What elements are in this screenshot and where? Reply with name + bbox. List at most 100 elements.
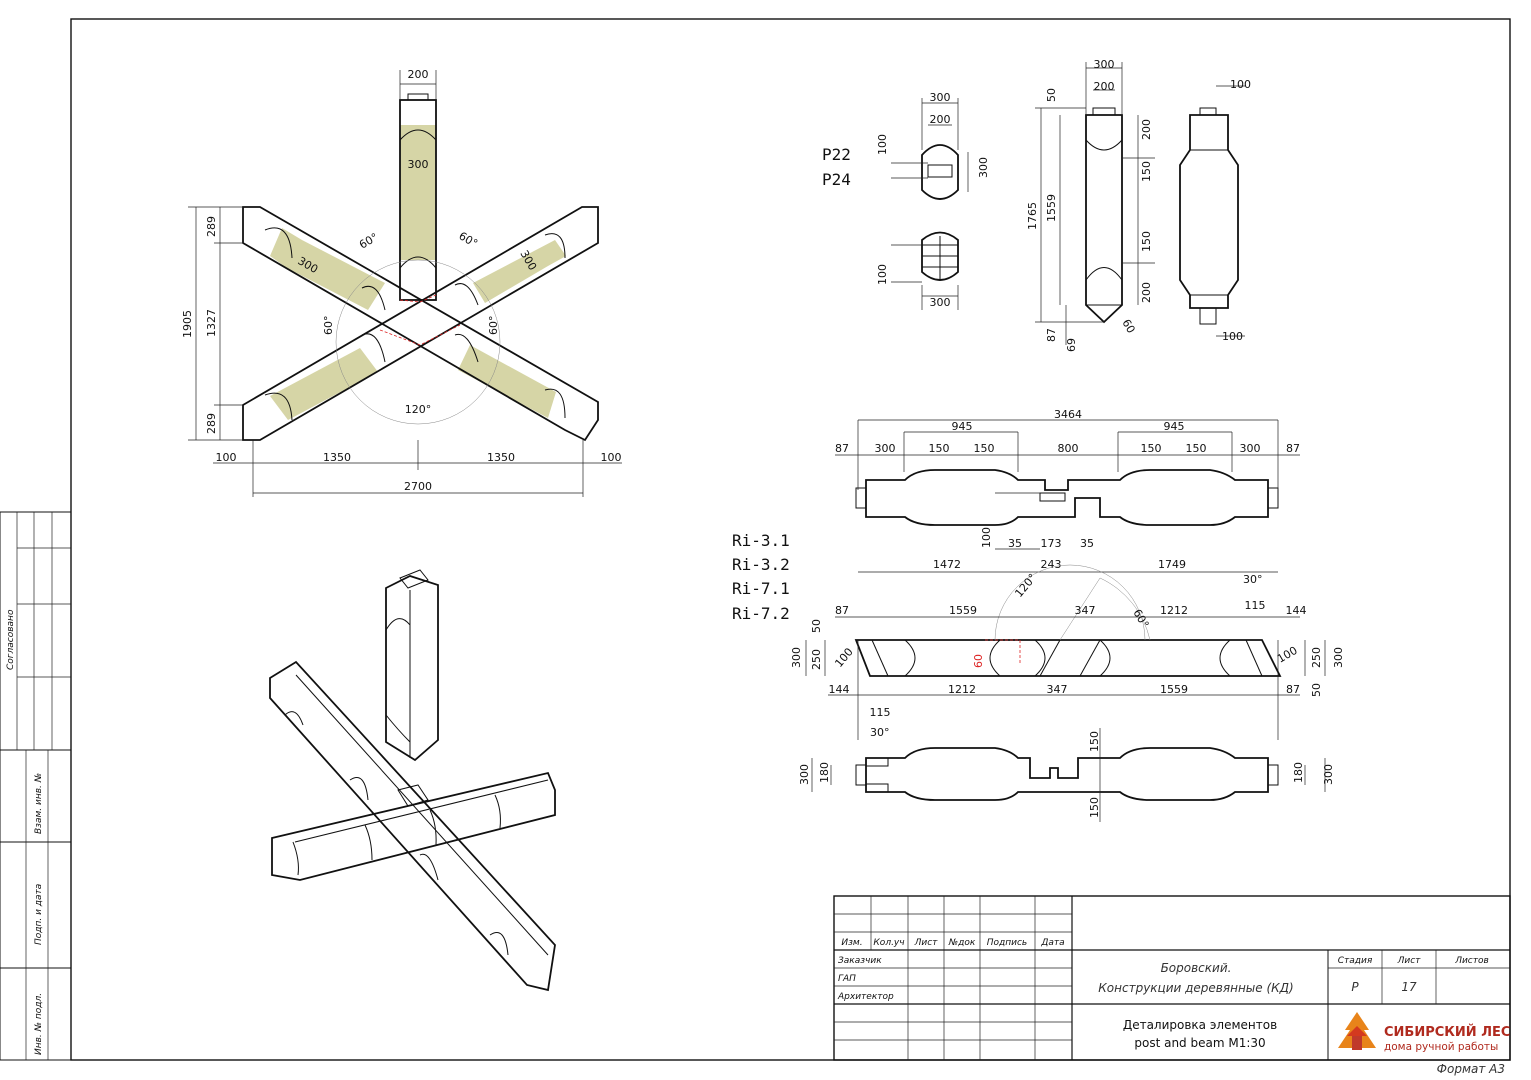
dim-h-bot: 289 [205,413,218,434]
stamp-agreed: Согласовано [6,609,16,670]
label-ri-7-2: Ri-7.2 [732,604,790,623]
dim-beam-a87: 87 [835,442,849,455]
label-ri-3-2: Ri-3.2 [732,555,790,574]
tb-h-kol: Кол.уч [873,938,904,948]
dim-beam-l1472: 1472 [933,558,961,571]
dim-post-width: 200 [408,68,429,81]
tb-drawing-line2: post and beam M1:30 [1134,1036,1265,1050]
dim-ang-l: 60° [322,316,335,336]
sheet-frame [70,18,1511,1061]
dim-beam-e150: 150 [1186,442,1207,455]
beam-bottom-view: 300 180 150 150 180 300 [798,728,1335,822]
dim-w-left-edge: 100 [216,451,237,464]
dim-beam-a300: 300 [875,442,896,455]
dim-post-d150b: 150 [1140,231,1153,252]
dim-mid-red60: 60 [972,654,985,668]
label-ri-7-1: Ri-7.1 [732,579,790,598]
isometric-view [269,569,556,992]
dim-mid-rh300: 300 [1332,647,1345,668]
dim-w-left: 1350 [323,451,351,464]
tb-stage-label: Стадия [1338,956,1373,966]
dim-mid-ang120: 120° [1012,571,1039,600]
dim-bot-rh300: 300 [1322,764,1335,785]
dim-beam-s35b: 35 [1080,537,1094,550]
dim-h-top: 289 [205,216,218,237]
dim-p-h100b: 100 [876,264,889,285]
dim-mid-b347: 347 [1047,683,1068,696]
dim-post-d50: 50 [1045,88,1058,102]
tb-sheet-no: 17 [1401,980,1417,994]
tb-h-izm: Изм. [841,938,862,948]
tb-project-line2: Конструкции деревянные (КД) [1098,981,1293,995]
ri-labels: Ri-3.1 Ri-3.2 Ri-7.1 Ri-7.2 [732,531,790,623]
tb-drawing-line1: Деталировка элементов [1123,1018,1277,1032]
label-p24: P24 [822,170,851,189]
label-ri-3-1: Ri-3.1 [732,531,790,550]
dim-p-w200a: 200 [930,113,951,126]
tb-role-architect: Архитектор [837,992,894,1002]
p-detail: P22 P24 300 200 100 300 100 300 [822,91,990,310]
dim-h-total: 1905 [181,310,194,338]
dim-mid-b87: 87 [1286,683,1300,696]
dim-bot-rh180: 180 [1292,762,1305,783]
tb-sheets-label: Листов [1454,956,1489,966]
dim-post-w300: 300 [1094,58,1115,71]
dim-p-h300a: 300 [977,157,990,178]
dim-mid-rh50: 50 [1310,683,1323,697]
dim-beam-c800: 800 [1058,442,1079,455]
dim-mid-ang60: 60° [1130,607,1151,630]
dim-w-right-edge: 100 [601,451,622,464]
beam-top-view: 3464 945 945 87 300 150 150 800 150 150 … [835,408,1300,573]
dim-post-s100b: 100 [1222,330,1243,343]
dim-beam-l945: 945 [952,420,973,433]
dim-mid-t144: 144 [1286,604,1307,617]
dim-beam-total: 3464 [1054,408,1082,421]
dim-beam-v100: 100 [980,527,993,548]
dim-mid-ang30a: 30° [1243,573,1263,586]
dim-mid-b1212: 1212 [948,683,976,696]
tb-project-line1: Боровский. [1161,961,1232,975]
tb-h-list: Лист [914,938,939,948]
dim-beam-f300: 300 [1240,442,1261,455]
dim-mid-b144: 144 [829,683,850,696]
stamp-inv-swap: Взам. инв. № [34,773,44,834]
dim-mid-t1212: 1212 [1160,604,1188,617]
tb-role-customer: Заказчик [838,956,882,966]
dim-w-right: 1350 [487,451,515,464]
label-p22: P22 [822,145,851,164]
dim-beam-d150: 150 [1141,442,1162,455]
dim-h-mid: 1327 [205,309,218,337]
tb-sheet-label: Лист [1397,956,1422,966]
dim-p-w300b: 300 [930,296,951,309]
dim-post-d200a: 200 [1140,119,1153,140]
dim-post-d87: 87 [1045,328,1058,342]
dim-beam-s173: 173 [1041,537,1062,550]
dim-post-h1559: 1559 [1045,194,1058,222]
stamp-sign-date: Подп. и дата [34,884,44,945]
dim-beam-s35a: 35 [1008,537,1022,550]
format-label: Формат А3 [1437,1062,1505,1076]
tb-role-gap: ГАП [838,974,856,984]
dim-p-h100a: 100 [876,134,889,155]
dim-bot-lh180: 180 [818,762,831,783]
dim-post-ang60: 60 [1119,317,1137,336]
dim-w-total: 2700 [404,480,432,493]
dim-beam-r945: 945 [1164,420,1185,433]
company-logo-icon [1338,1012,1376,1050]
dim-ang-bottom: 120° [405,403,432,416]
dim-post-d69: 69 [1065,338,1078,352]
title-block: Изм. Кол.уч Лист №док Подпись Дата Заказ… [833,895,1511,1061]
dim-bot-top150: 150 [1088,731,1101,752]
dim-bot-lh300: 300 [798,764,811,785]
tb-h-ndok: №док [948,938,976,948]
dim-beam-m243: 243 [1041,558,1062,571]
side-stamp: Согласовано Взам. инв. № Подп. и дата Ин… [0,511,72,1061]
dim-mid-t347: 347 [1075,604,1096,617]
dim-beam-r1749: 1749 [1158,558,1186,571]
post-detail: 300 200 1765 1559 50 200 150 150 200 87 … [1026,58,1251,352]
dim-ang-tl: 60° [357,231,380,252]
stamp-inv-orig: Инв. № подл. [34,993,44,1055]
dim-beam-b150: 150 [974,442,995,455]
dim-mid-lh100: 100 [832,645,855,669]
dim-ang-tr: 60° [457,229,480,250]
